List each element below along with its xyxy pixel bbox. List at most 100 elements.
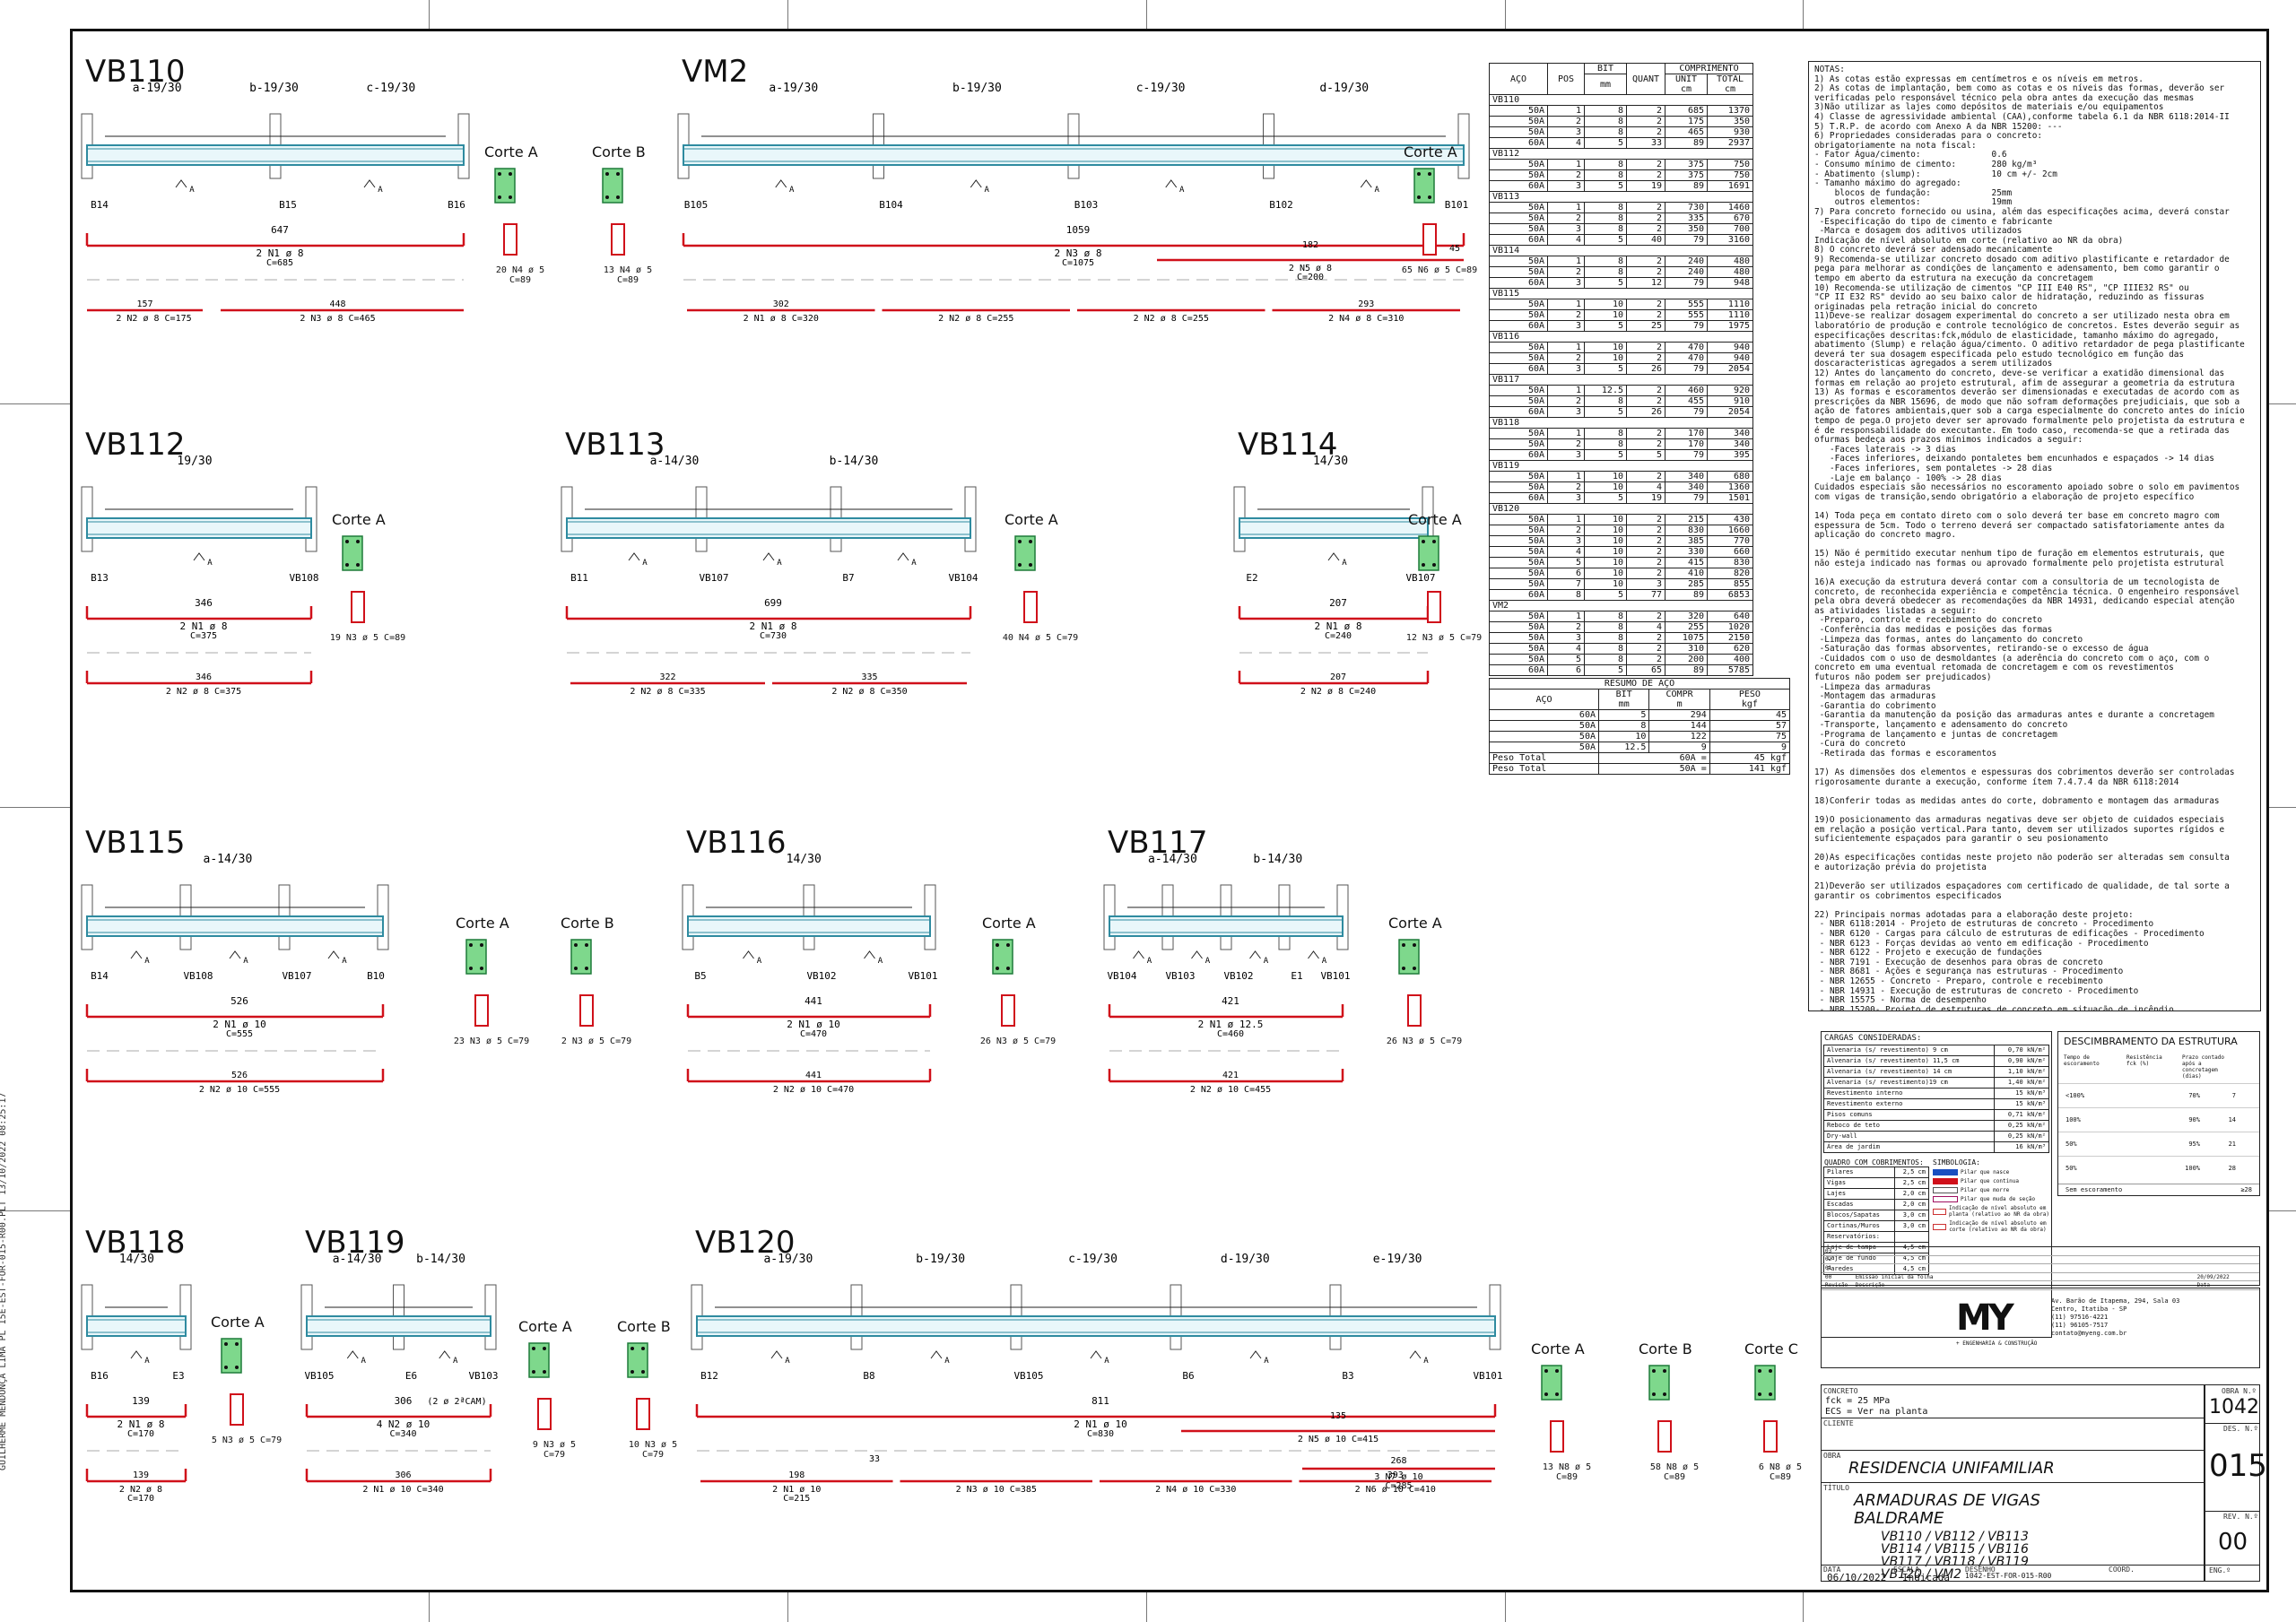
beam-list-line: VB120 / VM2 — [1881, 1567, 1962, 1582]
bar-spec: 2 N2 ø 8 C=240 — [1300, 687, 1376, 697]
bar-spec: 4 N2 ø 10 — [377, 1418, 430, 1430]
axis-label: d-19/30 — [1319, 82, 1369, 95]
section-arrow-label: A — [642, 559, 648, 568]
section-arrow-label: A — [757, 957, 762, 966]
support-label: VB103 — [468, 1370, 498, 1382]
bar-spec: 2 N2 ø 8 C=255 — [938, 314, 1013, 324]
steel-cell: 5 — [1584, 589, 1627, 601]
section-arrow-label: A — [1147, 957, 1152, 966]
col-comprimento: COMPRIMENTO — [1665, 63, 1753, 74]
revision-cell: Emissão inicial da folha — [1855, 1273, 1934, 1280]
rebar-dot — [235, 1342, 239, 1346]
steel-beam-name: VB120 — [1489, 503, 1753, 515]
rebar-dot — [1006, 943, 1010, 947]
bar-length: 33 — [869, 1454, 880, 1464]
loads-box: CARGAS CONSIDERADAS: Alvenaria (s/ reves… — [1821, 1031, 2052, 1338]
stirrup-shape — [351, 591, 365, 623]
cross-section — [465, 939, 489, 1027]
steel-cell: 1075 — [1665, 632, 1708, 644]
table-cell: Pisos comuns — [1822, 1109, 1996, 1121]
title-block-numbers: OBRA N.º 1042 DES. N.º 015 REV. N.º 00 E… — [2205, 1384, 2267, 1582]
support-label: VB105 — [1013, 1370, 1043, 1382]
support-label: VB105 — [304, 1370, 334, 1382]
section-arrow-label: A — [789, 186, 795, 195]
bar-length-c: C=685 — [266, 258, 293, 268]
section-shape — [1648, 1365, 1670, 1401]
titulo-label: TÍTULO — [1823, 1484, 1849, 1492]
rebar-dot — [224, 1342, 228, 1346]
support-label: E2 — [1246, 572, 1257, 584]
section-arrow-icon — [770, 1350, 783, 1359]
beam-body — [86, 915, 384, 937]
revision-cell: Revisão — [1825, 1282, 1848, 1289]
steel-cell: 60A — [1489, 589, 1548, 601]
steel-cell: 2 — [1626, 654, 1665, 665]
support-label: VB101 — [1320, 970, 1350, 982]
bar-spec: 2 N2 ø 8 C=350 — [831, 687, 907, 697]
symbol-item: Indicação de nível absoluto em corte (re… — [1933, 1220, 2049, 1233]
steel-cell: 3 — [1547, 320, 1585, 332]
support-label: B11 — [570, 572, 588, 584]
summary-cell: 75 — [1709, 731, 1791, 742]
rebar-dot — [996, 943, 999, 947]
rebar-dot — [1422, 563, 1425, 567]
steel-cell: 50A — [1489, 643, 1548, 655]
bar-spec: 2 N4 ø 8 C=310 — [1328, 314, 1404, 324]
section-arrow-label: A — [1322, 957, 1327, 966]
cross-section — [1413, 168, 1437, 256]
table-cell: 0,25 kN/m² — [1994, 1131, 2049, 1142]
steel-cell: 2 — [1626, 546, 1665, 558]
section-shape — [221, 1338, 242, 1374]
beam-title: VB118 — [85, 1225, 186, 1261]
steel-cell: 60A — [1489, 406, 1548, 418]
section-arrow-icon — [864, 950, 875, 959]
support-label: B12 — [700, 1370, 718, 1382]
steel-cell: 50A — [1489, 546, 1548, 558]
bar-spec: 2 N2 ø 8 C=255 — [1134, 314, 1209, 324]
table-cell: Área de jardim — [1822, 1141, 1996, 1153]
steel-cell: 8 — [1584, 126, 1627, 138]
table-cell: Revestimento interno — [1822, 1088, 1996, 1099]
descim-cell: <100% — [2066, 1092, 2085, 1099]
steel-cell: 4 — [1547, 137, 1585, 149]
steel-cell: 50A — [1489, 438, 1548, 450]
rebar-dot — [509, 172, 512, 176]
rebar-dot — [1432, 540, 1436, 543]
bar-length: 135 — [1330, 1411, 1346, 1421]
steel-cell: 5 — [1584, 664, 1627, 676]
steel-cell: 50A — [1489, 309, 1548, 321]
bar-length: 647 — [271, 224, 289, 236]
steel-cell: 10 — [1584, 578, 1627, 590]
bar-length-c: C=730 — [760, 631, 787, 641]
grid-mark — [429, 1592, 430, 1622]
section-label: Corte B — [561, 915, 614, 932]
steel-cell: 1370 — [1707, 105, 1753, 117]
section-shape — [465, 939, 487, 975]
steel-cell: 340 — [1665, 471, 1708, 482]
rebar-dot — [1413, 943, 1416, 947]
section-arrow-icon — [1308, 950, 1319, 959]
rebar-dot — [1417, 172, 1421, 176]
section-arrow-icon — [1090, 1350, 1102, 1359]
beam-list-line: VB110 / VB112 / VB113 — [1881, 1530, 2029, 1544]
beam-title: VB113 — [565, 427, 665, 463]
support-label: VB103 — [1165, 970, 1195, 982]
steel-cell: 2 — [1626, 471, 1665, 482]
bar-length-c: C=240 — [1325, 631, 1352, 641]
support-label: B105 — [684, 199, 709, 211]
bar-length: 441 — [804, 995, 822, 1007]
notes-body: 1) As cotas estão expressas em centímetr… — [1814, 74, 2245, 1011]
rebar-dot — [641, 1370, 645, 1374]
rebar-dot — [532, 1347, 535, 1350]
table-cell: Revestimento externo — [1822, 1098, 1996, 1110]
steel-group-header: VB119 — [1489, 460, 1753, 472]
